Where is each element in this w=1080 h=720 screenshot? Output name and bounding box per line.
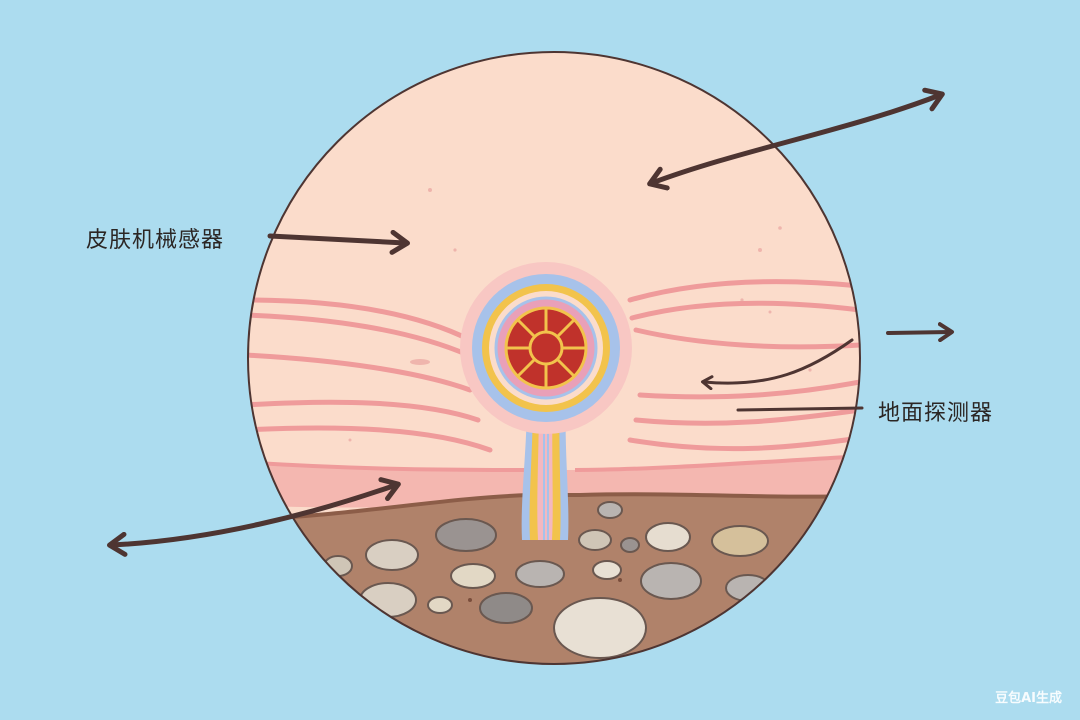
leader-line-ground-detector: [736, 406, 864, 412]
watermark: 豆包AI生成: [995, 691, 1062, 706]
arrow-to-corpuscle-curved: [701, 338, 854, 391]
double-arrow-top-right: [647, 87, 945, 191]
skin-texture-speckles: [348, 188, 812, 442]
magnifier-outline: [247, 51, 861, 665]
arrow-to-skin-label: [267, 229, 410, 255]
magnified-circle: [248, 52, 860, 664]
double-arrow-bottom-left: [107, 477, 401, 557]
ground-stones: [323, 501, 771, 659]
arrow-right-short: [886, 322, 954, 343]
ground-detector-label: 地面探测器: [878, 401, 994, 426]
dermis-layer-lines: [248, 279, 860, 453]
arrows: [107, 87, 954, 557]
mechanoreceptor-corpuscle: [460, 262, 632, 434]
skin-mechanoreceptor-label: 皮肤机械感器: [86, 228, 225, 253]
receptor-stalk: [521, 400, 569, 540]
